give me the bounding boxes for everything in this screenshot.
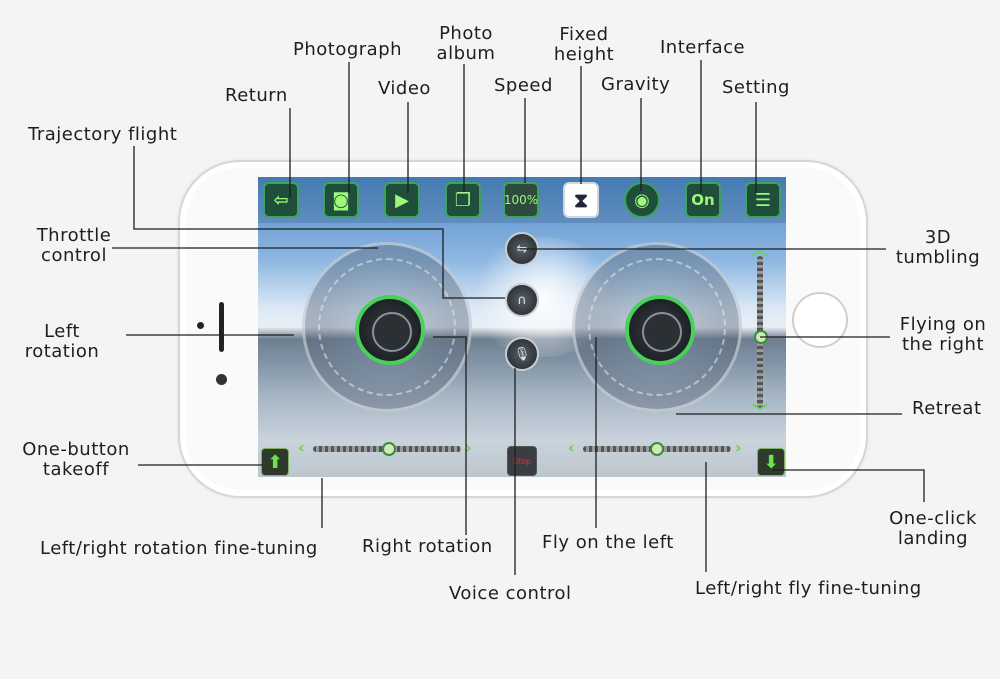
phone-camera xyxy=(216,374,227,385)
label-throttle-line1: Throttle xyxy=(36,225,112,246)
label-landing-line1: One-click xyxy=(889,508,977,529)
trajectory-icon: ∩ xyxy=(517,292,527,308)
label-fly-fine-tuning: Left/right fly fine-tuning xyxy=(695,578,922,599)
label-gravity: Gravity xyxy=(601,74,671,95)
arrow-down-icon: ⬇ xyxy=(763,451,779,473)
takeoff-button[interactable]: ⬆ xyxy=(261,448,289,476)
speed-button[interactable]: 100% xyxy=(503,182,539,218)
label-photograph: Photograph xyxy=(293,39,403,60)
video-button[interactable]: ▶ xyxy=(384,182,420,218)
label-fly-on-the-left: Fly on the left xyxy=(542,532,674,553)
stop-label: Stop xyxy=(512,456,532,466)
label-fixed-height: Fixed height xyxy=(550,25,618,65)
landing-button[interactable]: ⬇ xyxy=(757,448,785,476)
setting-button[interactable]: ☰ xyxy=(745,182,781,218)
label-video: Video xyxy=(378,78,431,99)
label-trajectory-flight: Trajectory flight xyxy=(28,124,178,145)
label-throttle-line2: control xyxy=(41,245,107,266)
label-flying-right-line2: the right xyxy=(901,334,985,355)
label-right-rotation: Right rotation xyxy=(362,536,493,557)
arrow-up-icon: ⬆ xyxy=(267,451,283,473)
home-button[interactable] xyxy=(792,292,848,348)
photo-album-button[interactable]: ❐ xyxy=(445,182,481,218)
gravity-button[interactable]: ◉ xyxy=(624,182,660,218)
label-flying-right-line1: Flying on xyxy=(899,314,987,335)
label-return: Return xyxy=(225,85,288,106)
chevron-right-icon: › xyxy=(735,438,742,457)
chevron-left-icon: ‹ xyxy=(568,438,575,457)
label-left-rotation-line2: rotation xyxy=(24,341,100,362)
return-button[interactable]: ⇦ xyxy=(263,182,299,218)
stick-center xyxy=(642,312,682,352)
label-speed: Speed xyxy=(494,75,553,96)
label-rotation-fine-tuning: Left/right rotation fine-tuning xyxy=(40,538,318,559)
label-fixed-height-line1: Fixed xyxy=(559,24,609,45)
trajectory-flight-button[interactable]: ∩ xyxy=(505,283,539,317)
label-setting: Setting xyxy=(722,77,790,98)
label-left-rotation-line1: Left xyxy=(44,321,80,342)
gravity-icon: ◉ xyxy=(634,189,650,211)
direction-stick[interactable] xyxy=(625,295,695,365)
rotation-trim-knob[interactable] xyxy=(382,442,396,456)
3d-tumbling-button[interactable]: ⇋ xyxy=(505,232,539,266)
hourglass-icon: ⧗ xyxy=(573,188,589,212)
speed-value: 100% xyxy=(503,193,539,207)
chevron-right-icon: › xyxy=(465,438,472,457)
label-throttle-control: Throttle control xyxy=(30,226,118,266)
stop-button[interactable]: Stop xyxy=(507,446,537,476)
direction-joystick-ring xyxy=(588,258,726,396)
voice-control-button[interactable]: 🎙 xyxy=(505,337,539,371)
label-3d-line2: tumbling xyxy=(895,247,981,268)
label-landing-line2: landing xyxy=(897,528,969,549)
video-camera-icon: ▶ xyxy=(395,189,409,211)
chevron-up-icon: ︿ xyxy=(752,240,769,259)
label-3d-line1: 3D xyxy=(924,227,952,248)
photograph-button[interactable]: ◙ xyxy=(323,182,359,218)
label-one-click-landing: One-click landing xyxy=(878,509,988,549)
flip-icon: ⇋ xyxy=(516,241,528,257)
label-photo-album: Photo album xyxy=(434,24,498,64)
phone-sensor xyxy=(197,322,204,329)
album-icon: ❐ xyxy=(454,189,472,211)
label-one-button-takeoff: One-button takeoff xyxy=(16,440,136,480)
stick-center xyxy=(372,312,412,352)
fixed-height-button[interactable]: ⧗ xyxy=(563,182,599,218)
label-takeoff-line2: takeoff xyxy=(42,459,110,480)
label-3d-tumbling: 3D tumbling xyxy=(888,228,988,268)
label-photo-album-line2: album xyxy=(436,43,496,64)
retreat-trim-knob[interactable] xyxy=(754,330,768,344)
fly-trim-knob[interactable] xyxy=(650,442,664,456)
label-retreat: Retreat xyxy=(912,398,982,419)
camera-icon: ◙ xyxy=(332,189,350,211)
microphone-icon: 🎙 xyxy=(513,346,531,362)
chevron-down-icon: ﹀ xyxy=(752,402,769,421)
phone-earpiece xyxy=(219,302,224,352)
throttle-stick[interactable] xyxy=(355,295,425,365)
label-interface: Interface xyxy=(660,37,746,58)
interface-toggle-text: On xyxy=(691,191,715,209)
label-left-rotation: Left rotation xyxy=(20,322,104,362)
interface-button[interactable]: On xyxy=(685,182,721,218)
list-icon: ☰ xyxy=(754,189,772,211)
label-takeoff-line1: One-button xyxy=(22,439,130,460)
label-fixed-height-line2: height xyxy=(553,44,615,65)
label-flying-on-the-right: Flying on the right xyxy=(892,315,994,355)
label-photo-album-line1: Photo xyxy=(439,23,493,44)
chevron-left-icon: ‹ xyxy=(298,438,305,457)
exit-icon: ⇦ xyxy=(273,189,289,211)
label-voice-control: Voice control xyxy=(449,583,572,604)
